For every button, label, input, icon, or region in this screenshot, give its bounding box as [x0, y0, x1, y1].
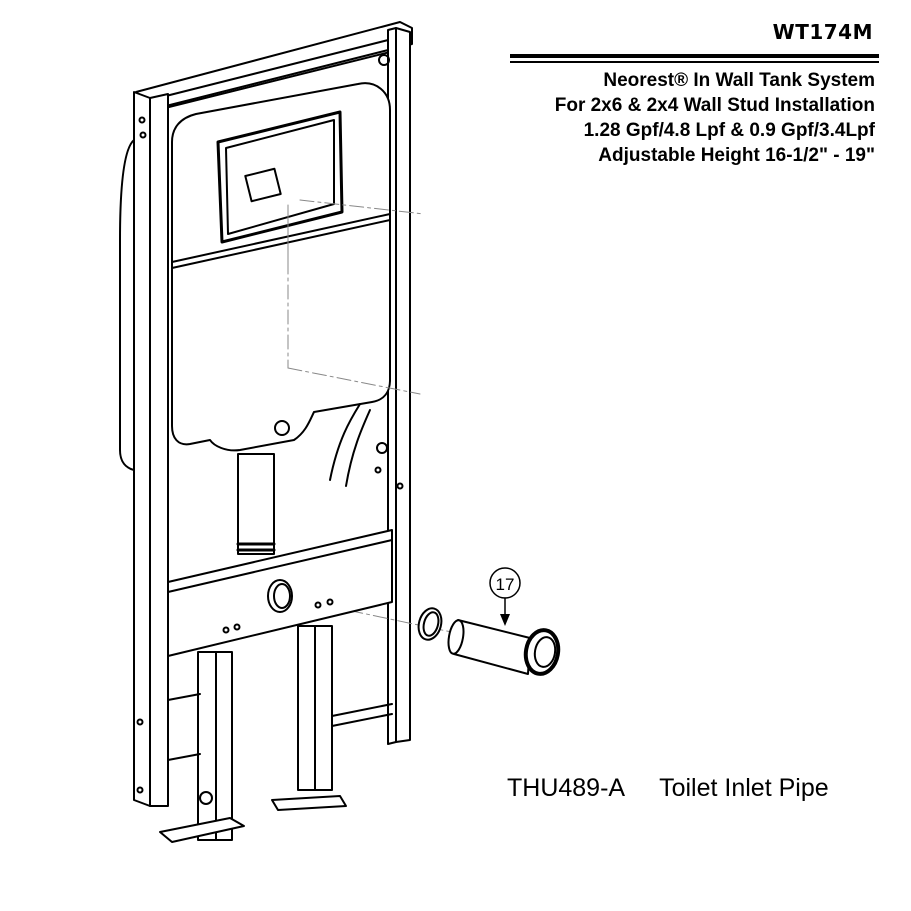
- part-description: Toilet Inlet Pipe: [659, 774, 829, 802]
- part-number: THU489-A: [507, 774, 626, 802]
- callout-17-number: 17: [496, 575, 515, 594]
- spec-line-flush-volume: 1.28 Gpf/4.8 Lpf & 0.9 Gpf/3.4Lpf: [583, 120, 875, 141]
- spec-block: Neorest® In Wall Tank System For 2x6 & 2…: [555, 68, 875, 168]
- flush-pipe: [236, 403, 371, 555]
- spec-line-height: Adjustable Height 16-1/2" - 19": [598, 145, 875, 166]
- gasket-ring: [417, 607, 443, 641]
- part-caption: THU489-A Toilet Inlet Pipe: [507, 774, 829, 803]
- frame-lower-crossbar: [167, 529, 393, 657]
- callout-17: 17: [489, 567, 521, 626]
- toilet-inlet-pipe-drawing: [447, 619, 561, 676]
- frame-top-rail: [135, 21, 413, 111]
- frame-left-upright: [119, 91, 169, 807]
- frame-legs: [159, 625, 393, 843]
- spec-line-installation: For 2x6 & 2x4 Wall Stud Installation: [554, 95, 875, 116]
- header-rule-thin: [510, 61, 879, 63]
- header-rule-thick: [510, 54, 879, 58]
- spec-line-product: Neorest® In Wall Tank System: [603, 70, 875, 91]
- model-code: WT174M: [772, 20, 873, 44]
